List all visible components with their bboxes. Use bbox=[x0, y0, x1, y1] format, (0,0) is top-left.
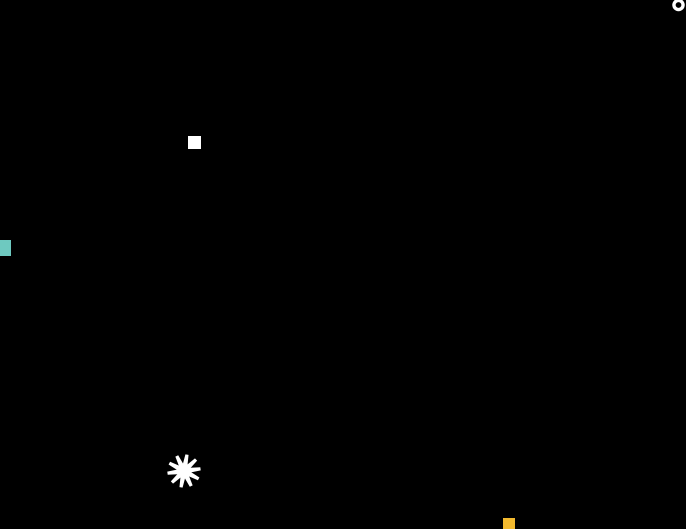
white-square[interactable] bbox=[188, 136, 201, 149]
amber-square[interactable] bbox=[503, 518, 515, 529]
starburst-icon[interactable] bbox=[167, 453, 201, 489]
ring-icon[interactable] bbox=[672, 0, 685, 12]
teal-square[interactable] bbox=[0, 240, 11, 256]
